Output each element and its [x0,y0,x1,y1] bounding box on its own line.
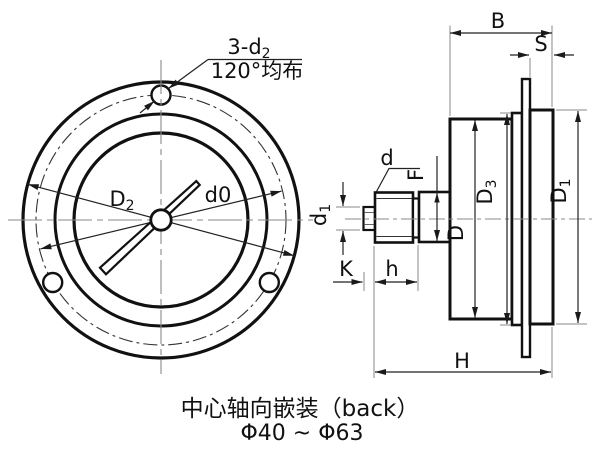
callout-leader [168,59,209,89]
needle-hub [149,208,173,232]
label-f: F [404,169,428,181]
label-k: K [339,257,354,281]
front-view: 3-d2 120°均布 D2 d0 [8,35,313,374]
flange-diameter-label: D2 [109,187,134,214]
thread-dia-leader [375,167,420,192]
label-d1-small: d1 [307,204,334,226]
hole-dim-arrow [139,100,155,114]
label-d3: D3 [473,179,500,204]
label-d-thread: d [380,146,393,170]
front-bezel-ring [528,108,555,326]
mounting-hole-left [42,271,64,294]
threaded-connector [373,191,415,244]
label-d1-cap: D1 [547,178,574,203]
label-h-thread: h [385,257,398,281]
bolt-circle-label: d0 [205,183,232,207]
needle [98,179,202,276]
hole-count-label: 3-d2 [227,35,270,62]
caption-line1: 中心轴向嵌装（back） [181,396,420,422]
dim-f-up-arrowhead [434,193,440,203]
side-view: B S d F d1 D D3 D1 K h H [307,9,592,378]
label-s: S [534,32,547,56]
hole-spacing-label: 120°均布 [211,59,304,83]
label-h-total: H [454,349,470,373]
label-b: B [491,9,505,33]
caption-line2: Φ40 ~ Φ63 [240,421,363,446]
label-d-case: D [444,225,468,241]
caption: 中心轴向嵌装（back） Φ40 ~ Φ63 [181,396,420,446]
mounting-hole-right [258,271,280,294]
